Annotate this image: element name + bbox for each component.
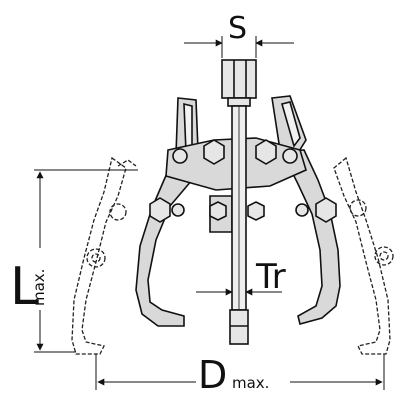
label-d-sub: max. <box>232 374 269 392</box>
dimension-l <box>34 169 138 353</box>
label-l: L <box>10 257 39 317</box>
jaw-right <box>271 95 341 325</box>
dimension-s <box>184 36 294 58</box>
label-tr: Tr <box>255 257 286 297</box>
label-s: S <box>228 11 247 46</box>
bolts <box>149 139 337 223</box>
ghost-jaw-right <box>333 156 394 355</box>
label-d: D <box>198 353 227 397</box>
label-l-sub: max. <box>30 269 48 306</box>
dimension-d <box>95 354 385 390</box>
ghost-jaw-left <box>71 156 137 355</box>
spindle <box>221 59 257 345</box>
